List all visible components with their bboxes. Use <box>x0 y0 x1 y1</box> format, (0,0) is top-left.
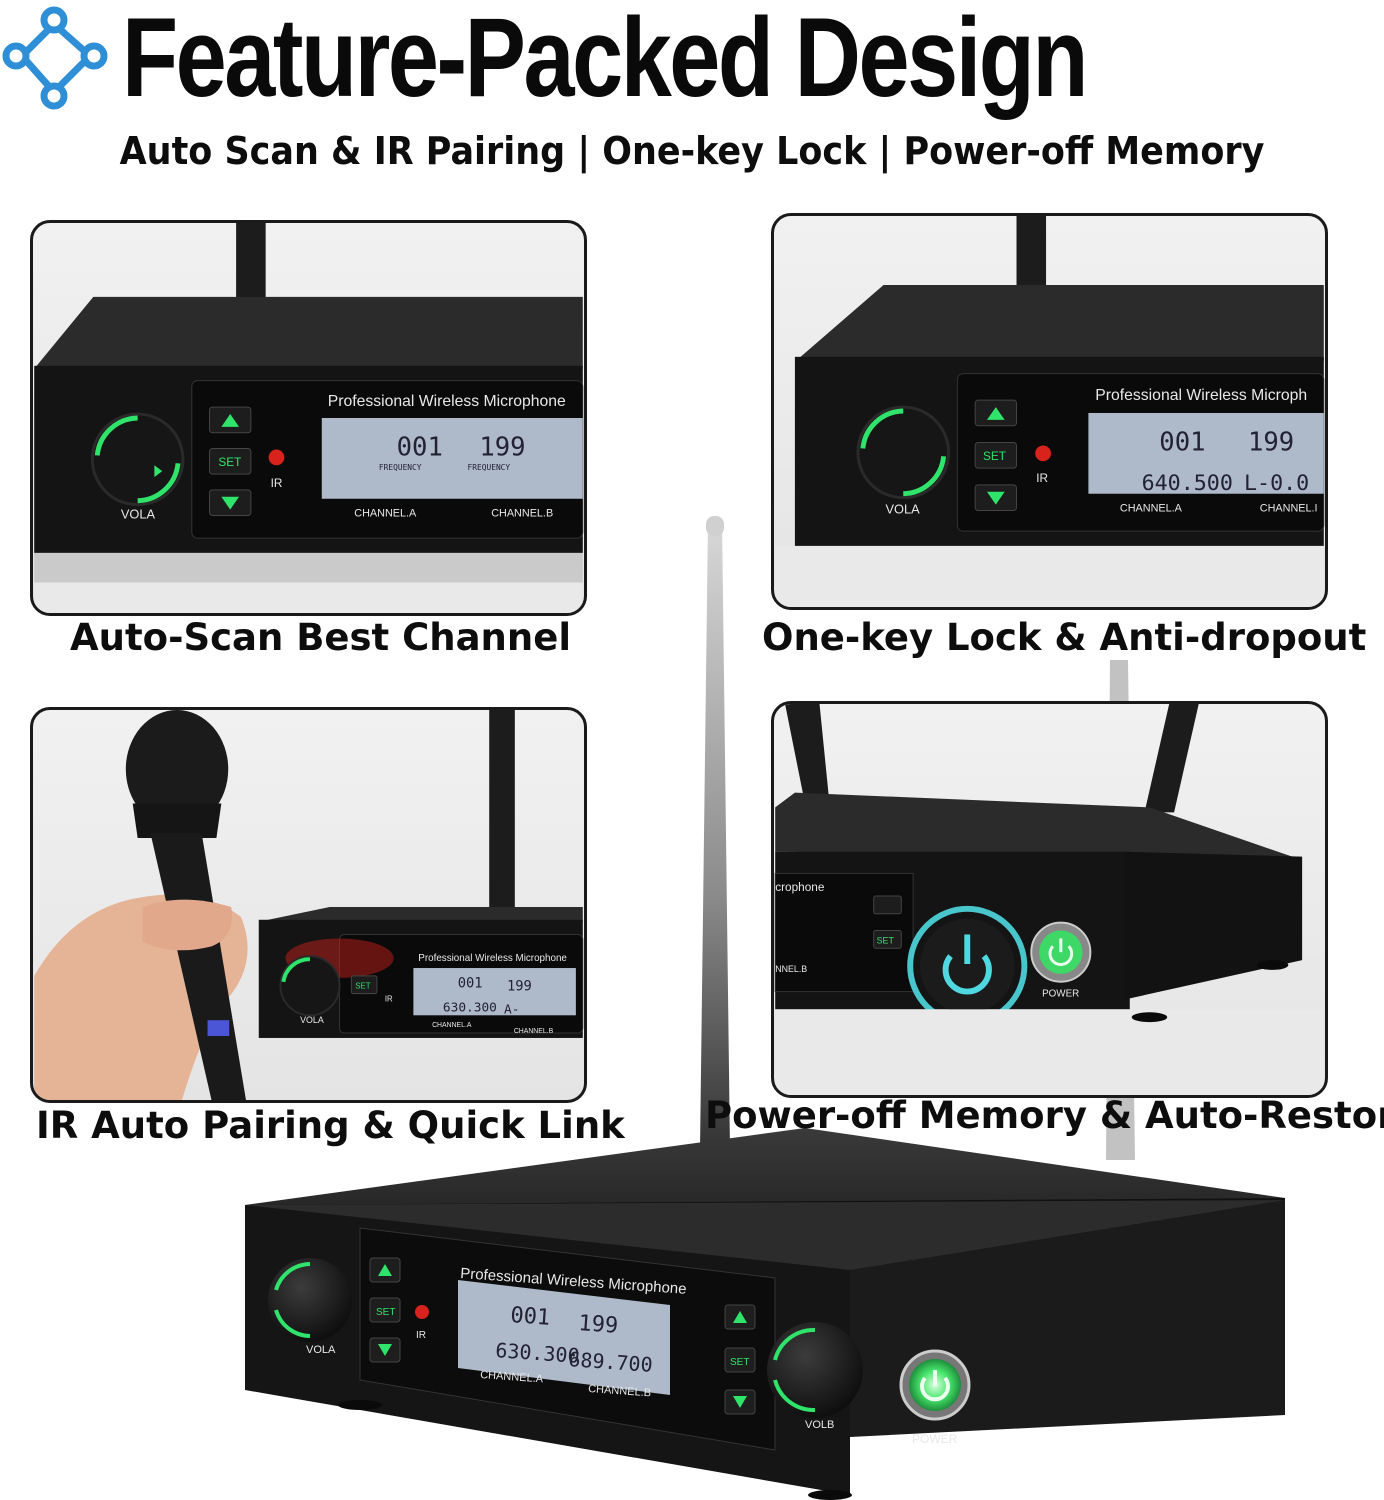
feature-panel-ir-pairing: VOLA SET IR Professional Wireless Microp… <box>30 707 587 1103</box>
page-subtitle: Auto Scan & IR Pairing | One-key Lock | … <box>119 129 1265 173</box>
feature-caption-power-memory: Power-off Memory & Auto-Restore <box>705 1094 1384 1137</box>
p3-group-channel-b: 199 <box>507 979 532 995</box>
p3-ir-label: IR <box>385 995 393 1004</box>
main-vola-label: VOLA <box>306 1344 336 1356</box>
p2-ir-label: IR <box>1036 471 1048 485</box>
main-freq-a: 630.300 <box>495 1338 581 1368</box>
p2-brand-text: Professional Wireless Microph <box>1095 387 1307 404</box>
p1-group-channel-b: 199 <box>479 432 525 462</box>
page-title: Feature-Packed Design <box>122 0 1089 120</box>
feature-panel-one-key-lock: VOLA SET IR Professional Wireless Microp… <box>771 213 1328 610</box>
p3-group-channel-a: 001 <box>458 976 483 992</box>
p2-set-label: SET <box>983 449 1006 463</box>
handheld-microphone-icon <box>34 710 248 1100</box>
main-group-channel-b: 199 <box>578 1311 619 1339</box>
feature-caption-ir-pairing: IR Auto Pairing & Quick Link <box>36 1104 625 1147</box>
main-set-label: SET <box>376 1307 395 1318</box>
p2-freq-a: 640.500 <box>1142 471 1233 496</box>
p2-group-channel-a: 001 <box>1159 427 1205 457</box>
p1-vola-label: VOLA <box>121 506 156 521</box>
main-set-label-b: SET <box>730 1357 749 1368</box>
p4-brand-tail: crophone <box>775 880 825 894</box>
network-nodes-icon <box>2 6 108 110</box>
p1-channel-a-label: CHANNEL.A <box>354 507 417 519</box>
main-power-label: POWER <box>912 1432 958 1446</box>
feature-caption-auto-scan: Auto-Scan Best Channel <box>70 616 572 659</box>
main-volb-label: VOLB <box>805 1419 834 1431</box>
p1-ir-label: IR <box>271 476 283 490</box>
main-channel-a-label: CHANNEL.A <box>480 1369 544 1385</box>
feature-panel-power-memory: crophone NNEL.B SET POWER <box>771 701 1328 1098</box>
main-ir-label: IR <box>416 1330 426 1341</box>
p3-channel-b-label: CHANNEL.B <box>514 1028 554 1035</box>
p3-vola-label: VOLA <box>300 1015 324 1025</box>
main-receiver-image: Professional Wireless Microphone 001 199… <box>230 510 1330 1500</box>
p3-freq-a: 630.300 <box>443 1000 497 1015</box>
p4-set-label: SET <box>877 935 895 945</box>
p2-group-channel-b: 199 <box>1248 427 1294 457</box>
p4-power-label: POWER <box>1042 989 1079 1000</box>
p4-channel-b-tail: NNEL.B <box>775 964 807 974</box>
p2-vola-label: VOLA <box>886 501 921 516</box>
p3-channel-a-label: CHANNEL.A <box>432 1022 472 1029</box>
p3-freq-b: A- <box>504 1002 519 1017</box>
main-channel-b-label: CHANNEL.B <box>588 1383 652 1399</box>
feature-caption-one-key-lock: One-key Lock & Anti-dropout <box>762 616 1367 659</box>
p1-brand-text: Professional Wireless Microphone <box>328 393 566 410</box>
main-freq-b: 689.700 <box>568 1347 654 1377</box>
p1-freq-label-a: FREQUENCY <box>379 463 422 472</box>
p1-set-label: SET <box>218 455 241 469</box>
p1-channel-b-label: CHANNEL.B <box>491 507 553 519</box>
p1-freq-label-b: FREQUENCY <box>468 463 511 472</box>
p3-brand-text: Professional Wireless Microphone <box>418 953 567 964</box>
p2-channel-a-label: CHANNEL.A <box>1120 502 1183 514</box>
p1-group-channel-a: 001 <box>397 432 443 462</box>
feature-panel-auto-scan: VOLA SET IR Professional Wireless Microp… <box>30 220 587 616</box>
p3-set-label: SET <box>355 982 370 991</box>
p2-freq-b: L-0.0 <box>1244 471 1309 496</box>
p2-channel-b-label: CHANNEL.I <box>1260 502 1318 514</box>
main-group-channel-a: 001 <box>510 1303 551 1331</box>
